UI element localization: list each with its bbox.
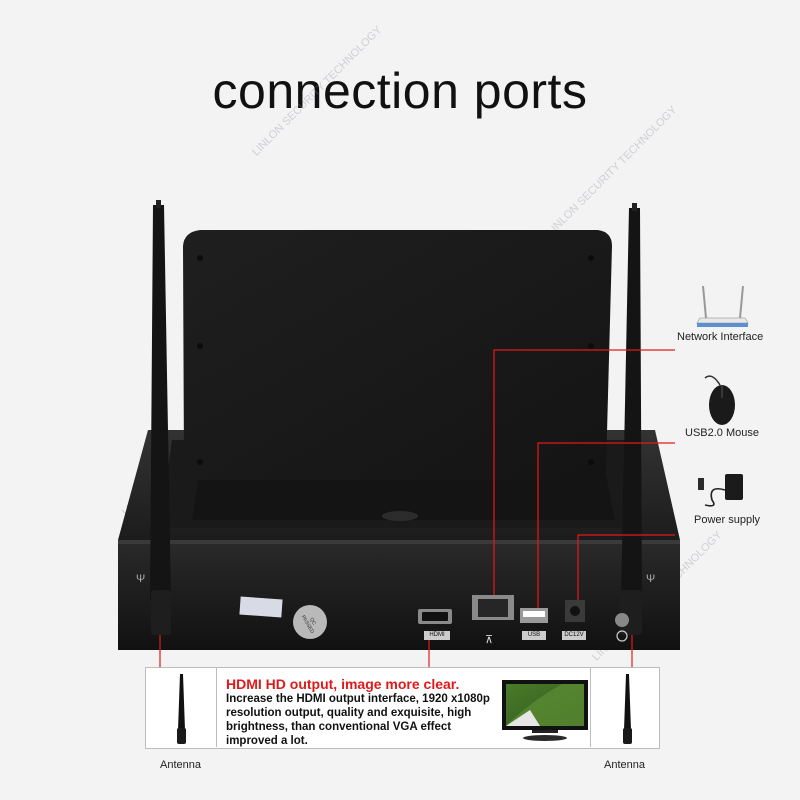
- dc-port-label: DC12V: [564, 632, 584, 638]
- wifi-mark-right: Ψ: [646, 573, 655, 585]
- panel-divider: [590, 667, 591, 747]
- router-icon: [696, 285, 749, 327]
- screen-panel: [183, 230, 612, 480]
- network-port: ⊼: [472, 595, 514, 646]
- ground-icon: [616, 630, 628, 642]
- serial-sticker: [239, 596, 283, 618]
- antenna-left: [150, 200, 171, 635]
- dc-power-port: [562, 600, 586, 640]
- power-supply-label: Power supply: [694, 514, 761, 526]
- hdmi-port-label: HDMI: [429, 632, 445, 638]
- device-front-panel: [118, 540, 680, 650]
- wifi-mark-left: Ψ: [136, 573, 145, 585]
- hdmi-port: [418, 609, 452, 640]
- network-interface-label: Network Interface: [677, 331, 764, 343]
- antenna-thumbnail-left: [177, 674, 186, 744]
- usb-port-label: USB: [527, 632, 541, 638]
- usb-mouse-label: USB2.0 Mouse: [685, 427, 759, 439]
- svg-text:⊼: ⊼: [485, 634, 493, 646]
- power-adapter-icon: [698, 474, 743, 507]
- hdmi-description-line: improved a lot.: [226, 735, 308, 747]
- hdmi-description-title: HDMI HD output, image more clear.: [226, 676, 460, 692]
- antenna-label-right: Antenna: [604, 759, 645, 771]
- antenna-label-left: Antenna: [160, 759, 201, 771]
- usb-port: [520, 608, 548, 640]
- page-title: connection ports: [212, 63, 588, 119]
- panel-divider: [216, 667, 217, 747]
- antenna-right: [620, 203, 642, 635]
- hdmi-description-line: brightness, than conventional VGA effect: [226, 721, 452, 733]
- hdmi-description-line: Increase the HDMI output interface, 1920…: [226, 693, 490, 705]
- hdmi-description-body: Increase the HDMI output interface, 1920…: [226, 692, 516, 748]
- qc-sticker: [293, 605, 327, 639]
- hdmi-description-line: resolution output, quality and exquisite…: [226, 707, 472, 719]
- callout-lines: [159, 349, 675, 667]
- mouse-icon: [704, 375, 735, 425]
- antenna-thumbnail-right: [623, 674, 632, 744]
- monitor-illustration: [502, 680, 588, 741]
